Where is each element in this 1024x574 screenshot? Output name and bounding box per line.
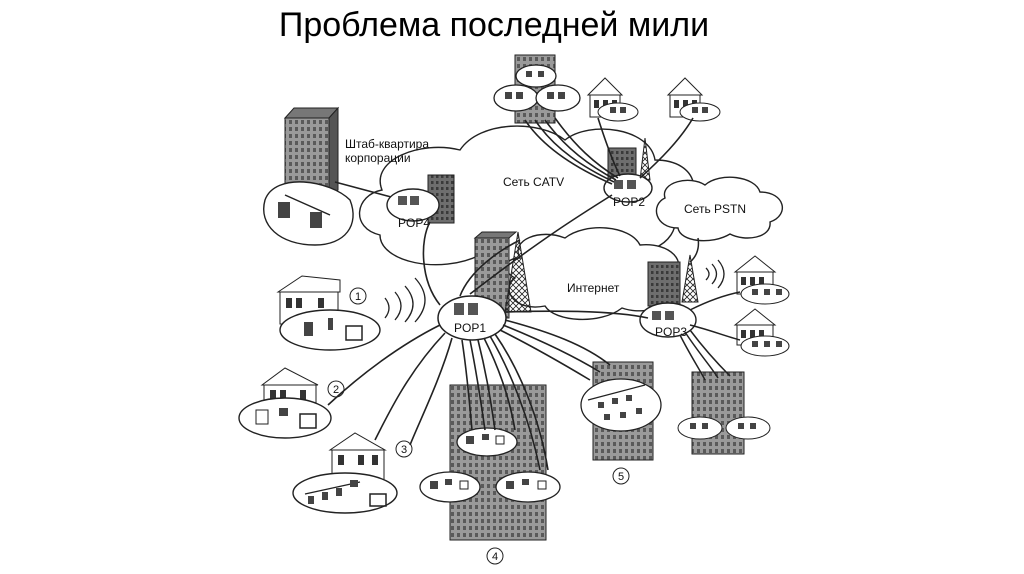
- catv-subscriber-ellipse-3: [515, 64, 557, 88]
- number-4-badge: [486, 547, 504, 565]
- hq-label-1: Штаб-квартира: [345, 137, 429, 151]
- pop2-node: [603, 173, 653, 203]
- pop1-node: [437, 295, 507, 341]
- number-5-badge: [612, 467, 630, 485]
- pstn-label: Сеть PSTN: [684, 202, 746, 216]
- building-pop3-office: [677, 371, 771, 455]
- pop3-buildings: [647, 254, 699, 307]
- wireless-waves-pop3: [705, 259, 725, 289]
- number-3: 3: [401, 444, 407, 456]
- hq-lan-ellipse: [263, 181, 354, 246]
- pop3-node: [639, 302, 697, 338]
- subscriber-3-ellipse: [292, 472, 398, 514]
- catv-cables: [524, 117, 694, 185]
- pop2-label: POP2: [613, 195, 645, 209]
- building-5-office: [580, 361, 662, 461]
- building-4-office: [419, 384, 561, 541]
- house-right-2: [733, 308, 790, 357]
- number-3-badge: [395, 440, 413, 458]
- pop4-label: POP4: [398, 216, 430, 230]
- subscriber-1-ellipse: [279, 309, 381, 351]
- subscriber-2-ellipse: [238, 397, 332, 439]
- catv-subscriber-ellipse-1: [493, 84, 539, 112]
- house-right-1: [733, 255, 790, 305]
- pop3-label: POP3: [655, 325, 687, 339]
- number-4: 4: [492, 551, 498, 563]
- pop1-cables: [327, 194, 649, 471]
- page-title: Проблема последней мили: [0, 6, 1024, 45]
- internet-label: Интернет: [567, 281, 620, 295]
- hq-link: [334, 181, 396, 199]
- catv-label: Сеть CATV: [503, 175, 564, 189]
- house-catv-2: [666, 77, 721, 122]
- pop3-cables: [679, 237, 741, 381]
- wireless-waves-1: [384, 277, 426, 323]
- house-catv-1: [586, 77, 639, 122]
- hq-label-2: корпорации: [345, 151, 411, 165]
- catv-subscriber-ellipse-2: [535, 84, 581, 112]
- pop1-label: POP1: [454, 321, 486, 335]
- page-title-text: Проблема последней мили: [278, 6, 710, 44]
- number-1: 1: [355, 291, 361, 303]
- number-1-badge: [349, 287, 367, 305]
- pop4-node: [386, 188, 440, 222]
- number-5: 5: [618, 471, 624, 483]
- pstn-cloud: [655, 176, 783, 242]
- number-2: 2: [333, 384, 339, 396]
- subscriber-3-house: [328, 432, 387, 481]
